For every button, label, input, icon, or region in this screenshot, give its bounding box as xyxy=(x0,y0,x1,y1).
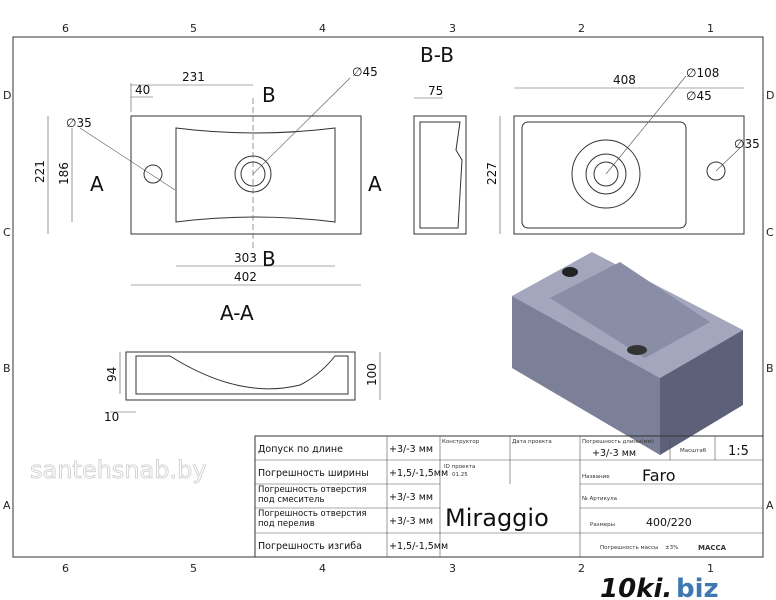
mass-error-label: Погрешность массы xyxy=(600,545,658,551)
article-label: № Артикула xyxy=(582,496,617,502)
designer-label: Конструктор xyxy=(442,439,480,445)
tolerance-label: Погрешность отверстия под перелив xyxy=(258,509,367,529)
tolerance-value: +1,5/-1,5мм xyxy=(389,541,448,552)
tolerance-label: Допуск по длине xyxy=(258,444,343,455)
row-label: D xyxy=(3,89,11,102)
row-label: A xyxy=(766,499,774,512)
name-label: Название xyxy=(582,474,610,480)
col-label: 3 xyxy=(449,22,456,35)
dim-186: 186 xyxy=(57,162,71,185)
row-label: D xyxy=(766,89,774,102)
tolerance-label-wrapper: Погрешность отверстия под смеситель xyxy=(258,485,367,505)
site-watermark: santehsnab.by xyxy=(30,456,207,484)
dim-40: 40 xyxy=(135,83,150,97)
basin-3d-render xyxy=(512,252,743,455)
col-label: 1 xyxy=(707,562,714,575)
section-a-label: A xyxy=(368,172,382,196)
mass-label: МАССА xyxy=(698,544,727,552)
row-label: B xyxy=(3,362,11,375)
section-b-label: B xyxy=(262,247,276,271)
dim-d45: ∅45 xyxy=(686,89,712,103)
scale: 1:5 xyxy=(728,444,749,459)
row-label: A xyxy=(3,499,11,512)
section-aa-view: A-A 94 100 10 xyxy=(104,301,381,424)
col-label: 3 xyxy=(449,562,456,575)
tolerance-value: +1,5/-1,5мм xyxy=(389,468,448,479)
title-block: Допуск по длине +3/-3 мм Погрешность шир… xyxy=(254,435,764,558)
dim-221: 221 xyxy=(33,160,47,183)
dim-d108: ∅108 xyxy=(686,66,719,80)
section-b-label: B xyxy=(262,83,276,107)
top-view: 231 40 ∅45 ∅35 221 186 303 402 B B A A xyxy=(33,65,382,286)
dim-303: 303 xyxy=(234,251,257,265)
tolerance-value: +3/-3 мм xyxy=(389,516,433,527)
grid-row-labels: D C B A D C B A xyxy=(3,89,774,512)
col-label: 4 xyxy=(319,562,326,575)
col-label: 4 xyxy=(319,22,326,35)
grid-column-labels-top: 6 5 4 3 2 1 xyxy=(62,22,714,35)
dim-d35: ∅35 xyxy=(734,137,760,151)
tolerance-label: Погрешность изгиба xyxy=(258,541,362,552)
row-label: C xyxy=(766,226,774,239)
section-a-label: A xyxy=(90,172,104,196)
section-aa-title: A-A xyxy=(220,301,254,325)
logo-part-blue: biz xyxy=(676,574,719,600)
dim-100: 100 xyxy=(365,363,379,386)
scale-label: Масштаб xyxy=(680,448,707,454)
dim-408: 408 xyxy=(613,73,636,87)
tolerance-label: Погрешность ширины xyxy=(258,468,369,479)
logo-watermark: 10ki. biz xyxy=(600,574,719,600)
project-id: 01.25 xyxy=(452,472,468,478)
mass-error: ±3% xyxy=(665,545,678,551)
col-label: 1 xyxy=(707,22,714,35)
dim-227: 227 xyxy=(485,162,499,185)
dim-94: 94 xyxy=(105,367,119,382)
brand-name: Miraggio xyxy=(445,504,549,532)
dim-10: 10 xyxy=(104,410,119,424)
bottom-view: 408 ∅108 ∅45 ∅35 227 xyxy=(485,66,760,235)
col-label: 5 xyxy=(190,562,197,575)
dim-402: 402 xyxy=(234,270,257,284)
col-label: 2 xyxy=(578,562,585,575)
dim-231: 231 xyxy=(182,70,205,84)
tolerance-value: +3/-3 мм xyxy=(389,444,433,455)
dim-75: 75 xyxy=(428,84,443,98)
dim-d35: ∅35 xyxy=(66,116,92,130)
length-error: +3/-3 мм xyxy=(592,448,636,459)
tolerance-label-wrapper: Погрешность отверстия под перелив xyxy=(258,509,367,529)
grid-column-labels-bottom: 6 5 4 3 2 1 xyxy=(62,562,714,575)
col-label: 5 xyxy=(190,22,197,35)
row-label: B xyxy=(766,362,774,375)
section-bb-title: B-B xyxy=(420,43,454,67)
row-label: C xyxy=(3,226,11,239)
project-id-label: ID проекта xyxy=(444,464,475,470)
logo-part-black: 10ki. xyxy=(600,574,672,600)
section-bb-view: B-B 75 xyxy=(413,43,467,235)
length-error-label: Погрешность длины(мм) xyxy=(582,439,654,445)
tolerance-label: Погрешность отверстия под смеситель xyxy=(258,485,367,505)
tolerance-value: +3/-3 мм xyxy=(389,492,433,503)
dim-d45: ∅45 xyxy=(352,65,378,79)
date-label: Дата проекта xyxy=(512,439,552,445)
col-label: 2 xyxy=(578,22,585,35)
size-label: Размеры xyxy=(590,522,615,528)
size: 400/220 xyxy=(646,516,692,529)
product-name: Faro xyxy=(642,466,676,485)
col-label: 6 xyxy=(62,562,69,575)
col-label: 6 xyxy=(62,22,69,35)
